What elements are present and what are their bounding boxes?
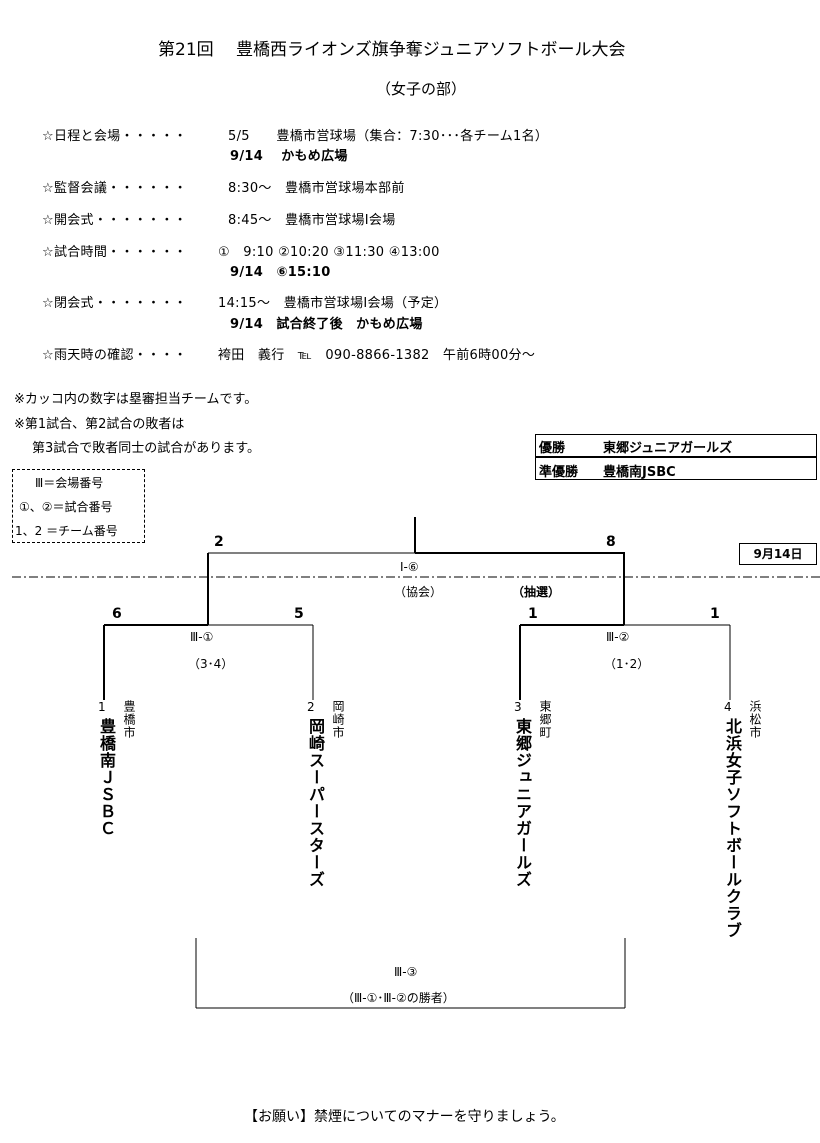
final-match-id: Ⅰ-⑥ bbox=[400, 560, 419, 574]
team-1-name: 豊橋南ＪＳＢＣ bbox=[97, 718, 116, 837]
m1-right-score: 5 bbox=[294, 606, 304, 622]
schedule-label-times: ☆試合時間・・・・・・ bbox=[42, 245, 187, 260]
legend-venue: Ⅲ＝会場番号 bbox=[35, 476, 104, 490]
winner-label: 優勝 bbox=[539, 441, 566, 456]
runner-up-team: 豊橋南JSBC bbox=[603, 465, 676, 480]
team-4-name: 北浜女子ソフトボールクラブ bbox=[723, 718, 742, 939]
team-3-number: 3 bbox=[514, 700, 522, 714]
date-box: 9月14日 bbox=[739, 543, 817, 565]
m3-match-id: Ⅲ-③ bbox=[394, 965, 418, 979]
schedule-label-venue: ☆日程と会場・・・・・ bbox=[42, 129, 187, 144]
final-umpire: （協会） bbox=[394, 585, 443, 599]
schedule-label-meeting: ☆監督会議・・・・・・ bbox=[42, 181, 187, 196]
schedule-value-rain: 袴田 義行 ℡ 090-8866-1382 午前6時00分～ bbox=[218, 348, 536, 363]
team-1-city: 豊橋市 bbox=[122, 700, 136, 739]
final-right-score: 8 bbox=[606, 534, 616, 550]
team-1-number: 1 bbox=[98, 700, 106, 714]
m2-match-id: Ⅲ-② bbox=[606, 630, 630, 644]
m1-match-id: Ⅲ-① bbox=[190, 630, 214, 644]
legend-match: ①、②＝試合番号 bbox=[19, 500, 113, 514]
team-2-city: 岡崎市 bbox=[331, 700, 345, 739]
m2-right-score: 1 bbox=[710, 606, 720, 622]
final-left-score: 2 bbox=[214, 534, 224, 550]
winner-team: 東郷ジュニアガールズ bbox=[603, 441, 733, 456]
runner-up-label: 準優勝 bbox=[539, 465, 579, 480]
team-3-city: 東郷町 bbox=[538, 700, 552, 739]
schedule-venue-line2: 9/14 かもめ広場 bbox=[230, 149, 348, 164]
team-2-name: 岡崎スーパースターズ bbox=[306, 718, 325, 888]
schedule-label-closing: ☆閉会式・・・・・・・ bbox=[42, 296, 187, 311]
schedule-label-rain: ☆雨天時の確認・・・・ bbox=[42, 348, 187, 363]
schedule-closing-line2: 9/14 試合終了後 かもめ広場 bbox=[230, 317, 423, 332]
page-subtitle: （女子の部） bbox=[376, 80, 467, 98]
m2-left-score: 1 bbox=[528, 606, 538, 622]
schedule-value-times: ① 9:10 ②10:20 ③11:30 ④13:00 bbox=[218, 245, 440, 260]
schedule-value-meeting: 8:30～ 豊橋市営球場本部前 bbox=[228, 181, 405, 196]
schedule-label-opening: ☆開会式・・・・・・・ bbox=[42, 213, 187, 228]
m3-description: （Ⅲ-①･Ⅲ-②の勝者） bbox=[342, 991, 455, 1005]
final-note: （抽選） bbox=[512, 585, 561, 599]
team-4-number: 4 bbox=[724, 700, 732, 714]
m1-umpire: （3･4） bbox=[188, 657, 234, 671]
schedule-times-line2: 9/14 ⑥15:10 bbox=[230, 265, 331, 280]
note-losers-1: ※第1試合、第2試合の敗者は bbox=[14, 417, 185, 432]
schedule-value-venue: 5/5 豊橋市営球場（集合：7:30･･･各チーム1名） bbox=[228, 129, 549, 144]
legend-box: Ⅲ＝会場番号 ①、②＝試合番号 1、2 ＝チーム番号 bbox=[12, 469, 145, 543]
page-title: 第21回 豊橋西ライオンズ旗争奪ジュニアソフトボール大会 bbox=[158, 40, 626, 60]
team-3-name: 東郷ジュニアガールズ bbox=[513, 718, 532, 888]
footer-notice: 【お願い】禁煙についてのマナーを守りましょう。 bbox=[244, 1109, 565, 1125]
team-2-number: 2 bbox=[307, 700, 315, 714]
note-losers-2: 第3試合で敗者同士の試合があります。 bbox=[32, 441, 260, 456]
legend-team: 1、2 ＝チーム番号 bbox=[15, 524, 118, 538]
m1-left-score: 6 bbox=[112, 606, 122, 622]
schedule-value-opening: 8:45～ 豊橋市営球場Ⅰ会場 bbox=[228, 213, 396, 228]
schedule-value-closing: 14:15～ 豊橋市営球場Ⅰ会場（予定） bbox=[218, 296, 448, 311]
results-box: 優勝 東郷ジュニアガールズ 準優勝 豊橋南JSBC bbox=[535, 434, 817, 480]
team-4-city: 浜松市 bbox=[748, 700, 762, 739]
note-umpire: ※カッコ内の数字は塁審担当チームです。 bbox=[14, 392, 258, 407]
m2-umpire: （1･2） bbox=[604, 657, 650, 671]
